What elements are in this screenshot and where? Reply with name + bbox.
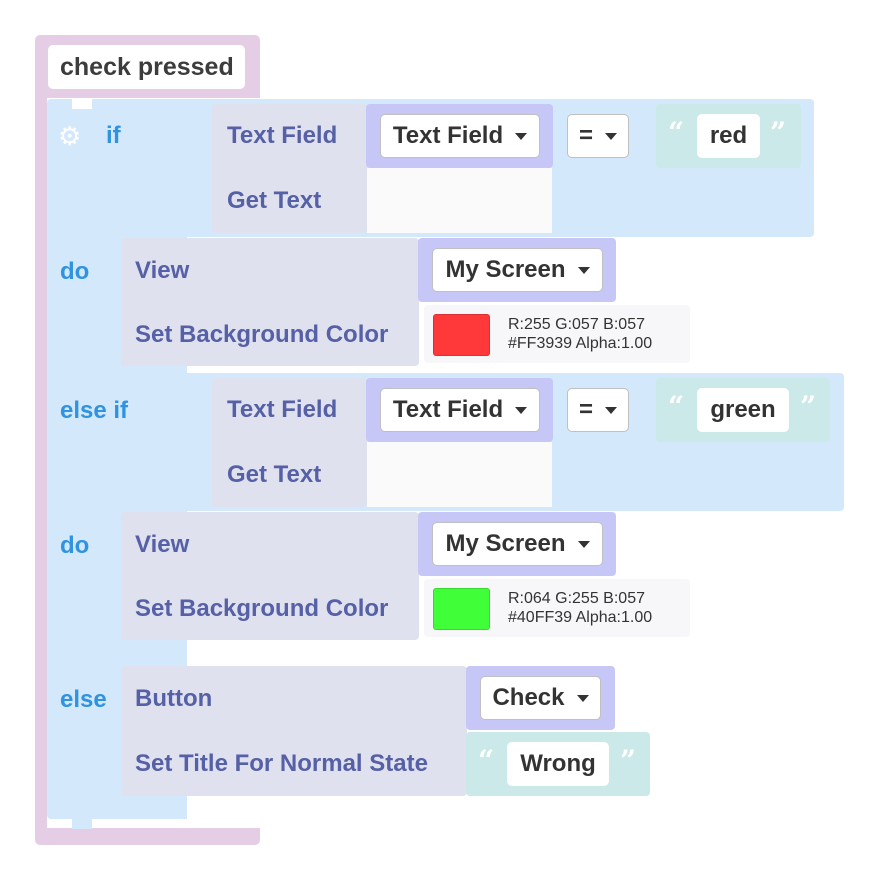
chevron-down-icon	[605, 406, 617, 414]
cond1-method-extension	[367, 168, 552, 233]
else-if-keyword: else if	[60, 397, 129, 424]
cond2-operator-value: =	[578, 396, 593, 423]
action2-hex-text: #40FF39 Alpha:1.00	[508, 609, 653, 626]
chevron-down-icon	[515, 132, 528, 140]
action3-dropdown-value: Check	[492, 684, 565, 711]
cond2-component-label: Text Field	[227, 396, 338, 423]
action3-component-dropdown[interactable]: Check	[480, 676, 601, 720]
cond2-component-dropdown[interactable]: Text Field	[380, 388, 540, 432]
action2-dropdown-value: My Screen	[445, 530, 566, 557]
cond1-component-label: Text Field	[227, 122, 338, 149]
chevron-down-icon	[577, 540, 590, 548]
cond1-method-label: Get Text	[227, 187, 322, 214]
cond1-dropdown-value: Text Field	[392, 122, 504, 149]
chevron-down-icon	[577, 266, 590, 274]
cond1-literal-input[interactable]: red	[697, 114, 760, 158]
cond2-method-extension	[367, 442, 552, 507]
event-label: check pressed	[48, 45, 245, 89]
action2-component-label: View	[135, 531, 190, 558]
do-keyword-1: do	[60, 258, 90, 285]
action1-component-block[interactable]	[121, 238, 419, 366]
open-quote-icon: “	[668, 390, 685, 423]
do-keyword-2: do	[60, 532, 90, 559]
cond1-component-block[interactable]	[212, 104, 367, 233]
chevron-down-icon	[515, 406, 528, 414]
action2-rgb-text: R:064 G:255 B:057	[508, 590, 645, 607]
close-quote-icon: ”	[770, 116, 787, 149]
chevron-down-icon	[605, 132, 617, 140]
action1-hex-text: #FF3939 Alpha:1.00	[508, 335, 653, 352]
cond1-operator-value: =	[578, 122, 593, 149]
action1-color-swatch[interactable]	[433, 314, 490, 356]
if-keyword: if	[106, 122, 121, 149]
cond1-operator-dropdown[interactable]: =	[567, 114, 629, 158]
action1-dropdown-value: My Screen	[445, 256, 566, 283]
open-quote-icon: “	[478, 744, 495, 777]
action1-rgb-text: R:255 G:057 B:057	[508, 316, 645, 333]
action2-component-block[interactable]	[121, 512, 419, 640]
action2-method-label: Set Background Color	[135, 595, 389, 622]
open-quote-icon: “	[668, 116, 685, 149]
action2-component-dropdown[interactable]: My Screen	[432, 522, 603, 566]
cond2-operator-dropdown[interactable]: =	[567, 388, 629, 432]
cond2-method-label: Get Text	[227, 461, 322, 488]
action2-color-swatch[interactable]	[433, 588, 490, 630]
cond2-component-block[interactable]	[212, 378, 367, 507]
if-block-bottom-tab	[72, 819, 92, 829]
chevron-down-icon	[576, 694, 589, 702]
if-block-notch	[72, 99, 92, 109]
close-quote-icon: ”	[620, 744, 637, 777]
action3-component-block[interactable]	[121, 666, 467, 796]
cond2-dropdown-value: Text Field	[392, 396, 504, 423]
action3-literal-input[interactable]: Wrong	[507, 742, 609, 786]
action1-component-label: View	[135, 257, 190, 284]
cond1-component-dropdown[interactable]: Text Field	[380, 114, 540, 158]
gear-icon[interactable]: ⚙	[58, 121, 82, 151]
action1-method-label: Set Background Color	[135, 321, 389, 348]
else-keyword: else	[60, 686, 107, 713]
close-quote-icon: ”	[800, 390, 817, 423]
action3-method-label: Set Title For Normal State	[135, 750, 428, 777]
action1-component-dropdown[interactable]: My Screen	[432, 248, 603, 292]
action3-component-label: Button	[135, 685, 213, 712]
cond2-literal-input[interactable]: green	[697, 388, 789, 432]
